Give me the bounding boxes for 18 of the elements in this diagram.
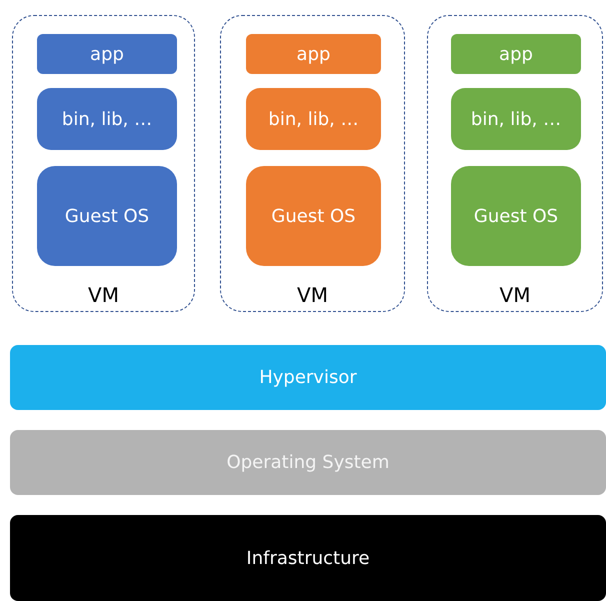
layer-bar: Hypervisor xyxy=(10,345,606,410)
layer-bar: Infrastructure xyxy=(10,515,606,601)
virtual-machine-frame xyxy=(12,15,195,312)
vm-label: VM xyxy=(88,283,119,307)
virtual-machine-frame xyxy=(427,15,603,312)
stack-block: Guest OS xyxy=(451,166,581,266)
virtual-machine-frame xyxy=(220,15,405,312)
stack-block: Guest OS xyxy=(246,166,381,266)
stack-block: bin, lib, … xyxy=(246,88,381,150)
vm-label: VM xyxy=(297,283,328,307)
stack-block: bin, lib, … xyxy=(451,88,581,150)
stack-block: app xyxy=(451,34,581,74)
stack-block: bin, lib, … xyxy=(37,88,177,150)
layer-bar: Operating System xyxy=(10,430,606,495)
stack-block: Guest OS xyxy=(37,166,177,266)
stack-block: app xyxy=(246,34,381,74)
vm-label: VM xyxy=(500,283,530,307)
stack-block: app xyxy=(37,34,177,74)
